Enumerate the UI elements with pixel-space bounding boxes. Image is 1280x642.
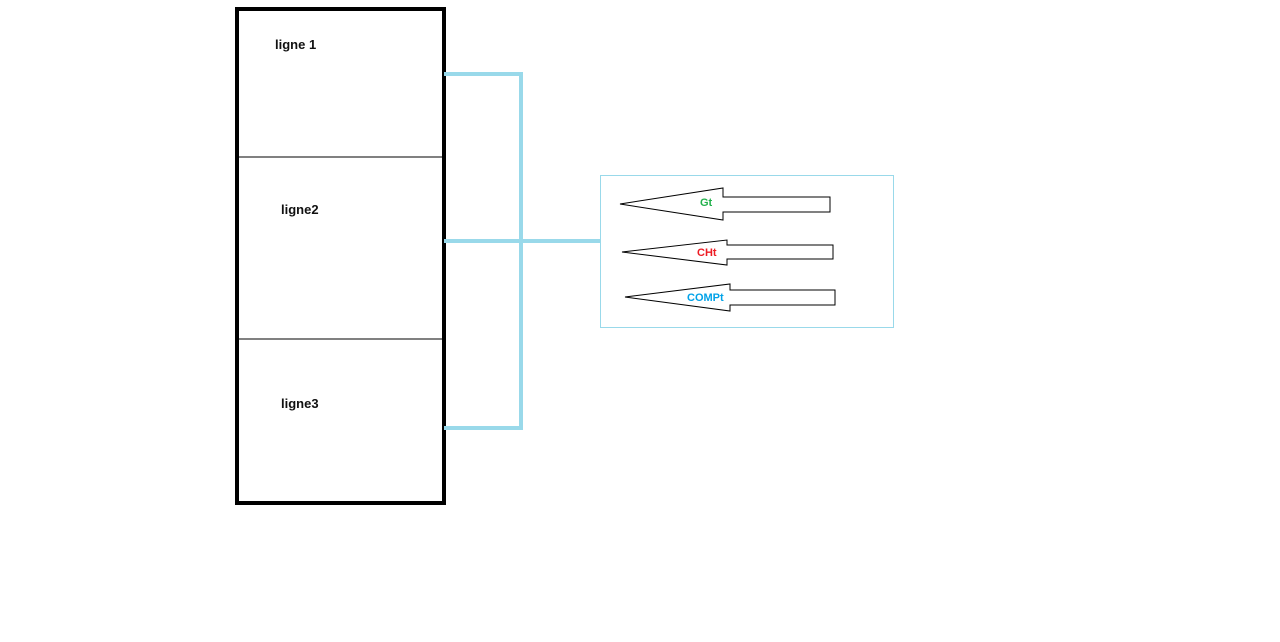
row-label-2: ligne2 [281, 202, 319, 217]
arrow-gt-shape [619, 187, 831, 221]
arrow-gt: Gt [619, 187, 831, 221]
row-stack: ligne 1 ligne2 ligne3 [235, 7, 446, 505]
arrow-gt-label: Gt [700, 197, 713, 209]
row-label-1: ligne 1 [275, 37, 316, 52]
arrow-compt: COMPt [624, 283, 836, 312]
arrow-cht-label: CHt [697, 247, 717, 259]
arrow-compt-shape [624, 283, 836, 312]
bracket-connector [444, 72, 600, 430]
row-label-3: ligne3 [281, 396, 319, 411]
arrow-cht: CHt [621, 239, 834, 266]
arrow-cht-shape [621, 239, 834, 266]
arrow-compt-label: COMPt [687, 292, 724, 304]
row-stack-border [235, 7, 446, 505]
